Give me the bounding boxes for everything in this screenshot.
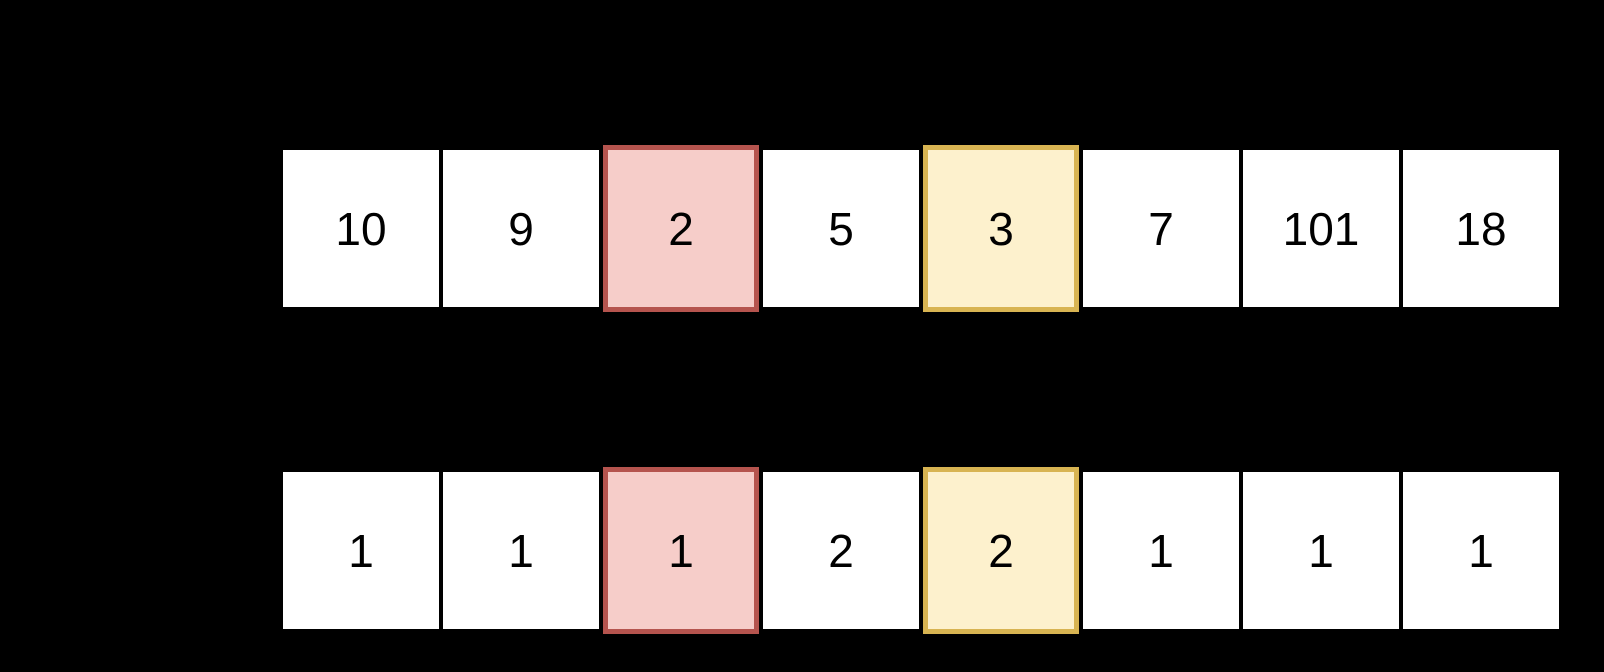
highlighted-cell-yellow: 2 xyxy=(923,467,1079,634)
array-cell: 1 xyxy=(283,472,439,629)
array-cell: 5 xyxy=(763,150,919,307)
array-cell: 18 xyxy=(1403,150,1559,307)
array-cell: 10 xyxy=(283,150,439,307)
array-cell: 2 xyxy=(763,472,919,629)
top-array-row: 10 9 2 5 3 7 101 18 xyxy=(283,145,1559,317)
bottom-array-row: 1 1 1 2 2 1 1 1 xyxy=(283,467,1559,639)
array-cell: 101 xyxy=(1243,150,1399,307)
highlighted-cell-red: 1 xyxy=(603,467,759,634)
highlighted-cell-red: 2 xyxy=(603,145,759,312)
array-cell: 1 xyxy=(1243,472,1399,629)
array-cell: 1 xyxy=(1083,472,1239,629)
array-cell: 1 xyxy=(1403,472,1559,629)
highlighted-cell-yellow: 3 xyxy=(923,145,1079,312)
array-cell: 7 xyxy=(1083,150,1239,307)
array-cell: 1 xyxy=(443,472,599,629)
array-cell: 9 xyxy=(443,150,599,307)
